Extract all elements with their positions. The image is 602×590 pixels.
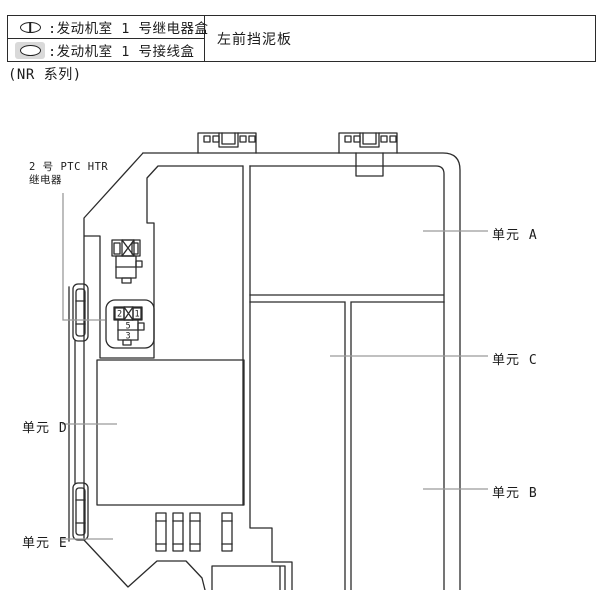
fuse-slots: [155, 512, 233, 552]
pin-3-label: 3: [125, 332, 130, 342]
relay-box-oval-icon: [15, 19, 45, 36]
unit-c-label: 单元 C: [492, 353, 538, 368]
leader-ptc-relay: [62, 193, 105, 321]
legend-row-junction-box: :发动机室 1 号接线盒: [8, 39, 204, 61]
legend-table: :发动机室 1 号继电器盒 :发动机室 1 号接线盒 左前挡泥板: [7, 15, 596, 62]
unit-c-b-column: [249, 301, 445, 590]
junction-box-oval-icon: [15, 41, 45, 59]
ptc-relay-label: 2 号 PTC HTR 继电器: [29, 161, 108, 187]
pin-1-label: 1: [134, 310, 139, 320]
unit-a-label: 单元 A: [492, 228, 538, 243]
mounting-tab-2: [338, 132, 398, 177]
mounting-tab-1: [197, 132, 257, 154]
left-flange: [68, 283, 89, 542]
pin-2-label: 2: [117, 310, 122, 320]
unit-d-region: [96, 359, 245, 506]
legend-relay-box-label: :发动机室 1 号继电器盒: [48, 21, 209, 37]
unit-e-label: 单元 E: [22, 536, 68, 551]
ptc-relay-label-line1: 2 号 PTC HTR: [29, 161, 109, 173]
center-wall-step: [249, 165, 293, 590]
side-clip-lower: [72, 482, 89, 541]
legend-row-relay-box: :发动机室 1 号继电器盒: [8, 16, 208, 39]
unit-b-label: 单元 B: [492, 486, 538, 501]
relay-connector-upper: [111, 239, 143, 284]
side-clip-upper: [72, 283, 89, 342]
series-note: (NR 系列): [8, 67, 82, 83]
unit-d-label: 单元 D: [22, 421, 68, 436]
bottom-housing: [211, 565, 286, 590]
legend-junction-box-label: :发动机室 1 号接线盒: [48, 44, 195, 60]
unit-a-region: [249, 165, 445, 590]
ptc-relay-label-line2: 继电器: [29, 174, 62, 186]
outer-outline: [83, 152, 461, 590]
relay-bay-contour: [84, 165, 243, 359]
relay-connector-ptc: [105, 299, 155, 349]
pin-5-label: 5: [125, 322, 130, 332]
legend-location-cell: 左前挡泥板: [217, 31, 292, 48]
legend-symbol-column: :发动机室 1 号继电器盒 :发动机室 1 号接线盒: [8, 16, 208, 61]
